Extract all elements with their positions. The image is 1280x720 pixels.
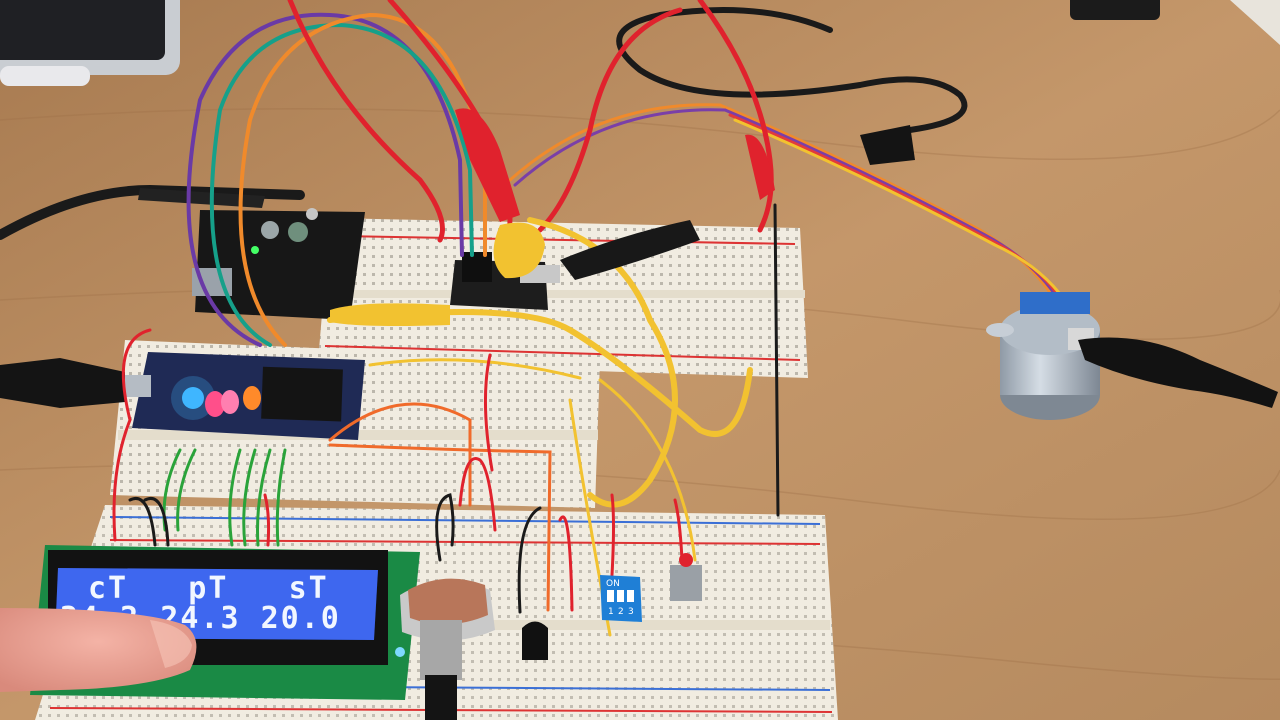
dip-position-label: 2 — [618, 607, 624, 617]
potentiometer[interactable] — [400, 578, 495, 720]
stepper-motor — [986, 292, 1278, 420]
temperature-sensor — [522, 621, 548, 660]
dip-on-label: ON — [606, 579, 620, 589]
dip-lever[interactable] — [607, 590, 614, 602]
white-object — [1230, 0, 1280, 45]
breadboard-back — [318, 218, 808, 378]
power-module — [192, 208, 365, 320]
dip-switch: ON 1 2 3 — [600, 575, 642, 622]
dip-lever[interactable] — [617, 590, 624, 602]
tablet-device — [0, 0, 180, 86]
black-object — [1070, 0, 1160, 20]
finger — [0, 608, 197, 692]
microcontroller-board — [123, 352, 365, 440]
dip-lever[interactable] — [627, 590, 634, 602]
lcd-line-1: cT pT sT — [88, 571, 329, 606]
alligator-clips — [330, 108, 915, 326]
cables-back — [0, 7, 1072, 310]
push-button[interactable] — [670, 553, 702, 601]
dip-position-label: 1 — [608, 607, 614, 617]
usb-cable — [0, 358, 125, 408]
jack-cable — [138, 188, 265, 208]
dip-position-label: 3 — [628, 607, 634, 617]
